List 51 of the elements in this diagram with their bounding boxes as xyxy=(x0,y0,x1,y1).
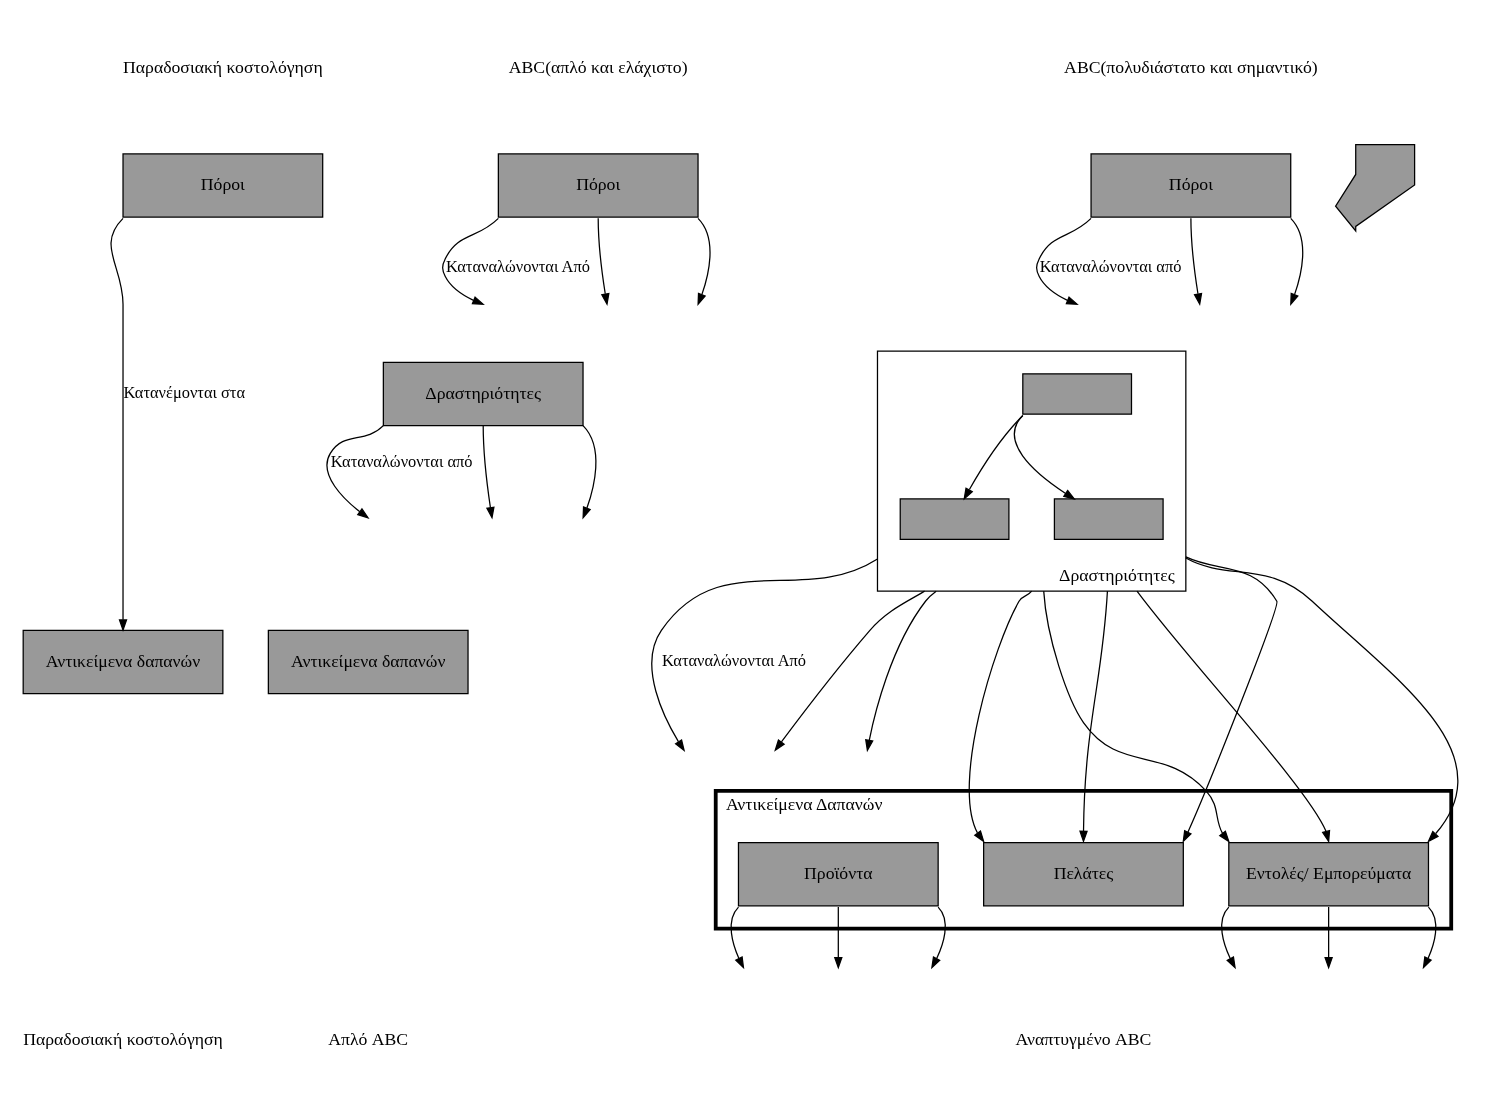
arrow xyxy=(1013,414,1076,500)
arrow xyxy=(1182,555,1278,843)
arrow xyxy=(1324,905,1334,970)
cluster: Δραστηριότητες xyxy=(876,349,1187,592)
label: ABC(πολυδιάστατο και σημαντικό) xyxy=(1064,56,1318,77)
node-box xyxy=(899,497,1010,540)
arrow xyxy=(651,557,879,752)
arrow xyxy=(442,217,499,305)
arrow xyxy=(1290,217,1304,306)
arrow xyxy=(1079,590,1109,843)
arrow xyxy=(865,590,937,752)
arrow xyxy=(730,905,745,969)
label: Απλό ABC xyxy=(328,1028,409,1049)
edge-label: Καταναλώνονται από xyxy=(1039,256,1182,276)
node-box: Πόροι xyxy=(497,152,699,218)
node-box: Πελάτες xyxy=(983,841,1184,906)
node-arrow xyxy=(1334,143,1416,233)
arrow xyxy=(1422,905,1437,969)
node-box: Αντικείμενα δαπανών xyxy=(267,629,469,694)
arrow xyxy=(1221,905,1236,969)
node-box xyxy=(1053,497,1164,540)
node-box: Πόροι xyxy=(122,152,324,218)
node-box: Αντικείμενα δαπανών xyxy=(22,629,224,694)
edge-label: Καταναλώνονται από xyxy=(330,451,473,471)
label: ABC(απλό και ελάχιστο) xyxy=(508,56,688,77)
label: Αναπτυγμένο ABC xyxy=(1015,1028,1152,1049)
arrow xyxy=(1043,590,1230,843)
arrow xyxy=(968,590,1033,843)
arrow xyxy=(833,905,843,970)
arrow xyxy=(482,424,495,520)
arrow xyxy=(1036,217,1092,305)
arrow xyxy=(326,424,384,519)
edge-label: Καταναλώνονται Από xyxy=(662,650,807,670)
label: Παραδοσιακή κοστολόγηση xyxy=(123,56,323,77)
arrow xyxy=(774,590,926,752)
arrow xyxy=(597,217,610,306)
edge-label: Καταναλώνονται Από xyxy=(445,256,590,276)
arrow xyxy=(1185,556,1459,843)
arrow xyxy=(110,217,128,632)
node-box xyxy=(1022,372,1133,415)
node-box: Προϊόντα xyxy=(737,841,939,906)
node-box: Δραστηριότητες xyxy=(382,361,584,426)
node-box: Εντολές/ Εμπορεύματα xyxy=(1228,841,1430,906)
arrow xyxy=(582,424,597,519)
node-box: Πόροι xyxy=(1090,152,1292,218)
edge-label: Κατανέμονται στα xyxy=(123,382,246,402)
arrow xyxy=(1136,590,1331,843)
arrow xyxy=(1190,217,1203,306)
label: Παραδοσιακή κοστολόγηση xyxy=(23,1028,223,1049)
arrow xyxy=(931,905,946,969)
arrow xyxy=(697,217,711,306)
